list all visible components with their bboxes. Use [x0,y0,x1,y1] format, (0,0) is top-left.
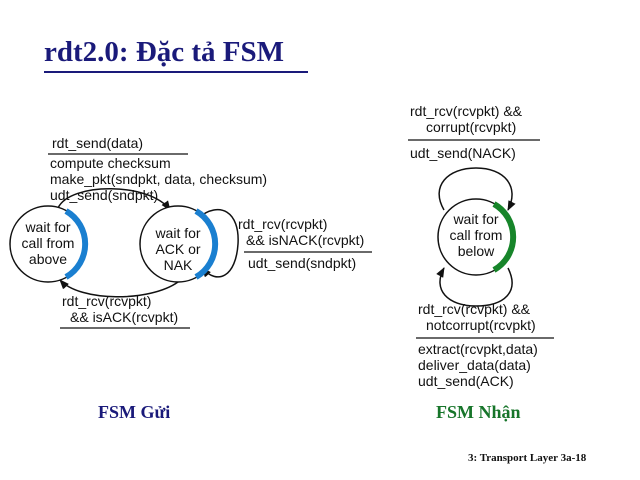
state-label: wait for [24,219,70,235]
send-action-label: make_pkt(sndpkt, data, checksum) [50,171,267,187]
ok-action-label: extract(rcvpkt,data) [418,341,538,357]
ok-event-label: notcorrupt(rcvpkt) [426,317,536,333]
state-label: wait for [154,225,200,241]
send-event-label: rdt_send(data) [52,135,143,151]
state-label: wait for [452,211,498,227]
send-action-label: udt_send(sndpkt) [50,187,158,203]
state-wait-call-from-below: wait for call from below [437,198,517,276]
nak-action-label: udt_send(sndpkt) [248,255,356,271]
ok-action-label: deliver_data(data) [418,357,531,373]
state-label: call from [22,235,75,251]
state-label: above [29,251,67,267]
corrupt-event-label: corrupt(rcvpkt) [426,119,516,135]
nak-event-label: rdt_rcv(rcvpkt) [238,216,327,232]
send-action-label: compute checksum [50,155,171,171]
state-label: below [458,243,495,259]
corrupt-event-label: rdt_rcv(rcvpkt) && [410,103,523,119]
slide-title: rdt2.0: Đặc tả FSM [44,36,285,68]
corrupt-self-loop-arrow [438,167,516,211]
ok-event-label: rdt_rcv(rcvpkt) && [418,301,531,317]
state-label: call from [450,227,503,243]
ack-event-label: && isACK(rcvpkt) [70,309,178,325]
nak-self-loop-arrow [197,208,239,278]
title-underline [44,71,308,73]
receiver-fsm-caption: FSM Nhận [436,402,521,422]
send-transition-arrow [57,188,171,211]
state-wait-call-from-above: wait for call from above [9,205,89,283]
ok-action-label: udt_send(ACK) [418,373,514,389]
state-label: ACK or [155,241,200,257]
notcorrupt-self-loop-arrow [436,267,513,307]
nak-event-label: && isNACK(rcvpkt) [246,232,364,248]
ack-event-label: rdt_rcv(rcvpkt) [62,293,151,309]
corrupt-action-label: udt_send(NACK) [410,145,516,161]
sender-fsm-caption: FSM Gửi [98,402,171,422]
ack-transition-arrow [59,279,179,298]
slide-footer: 3: Transport Layer 3a-18 [468,452,587,464]
state-label: NAK [164,257,193,273]
state-wait-ack-or-nak: wait for ACK or NAK [139,205,219,283]
